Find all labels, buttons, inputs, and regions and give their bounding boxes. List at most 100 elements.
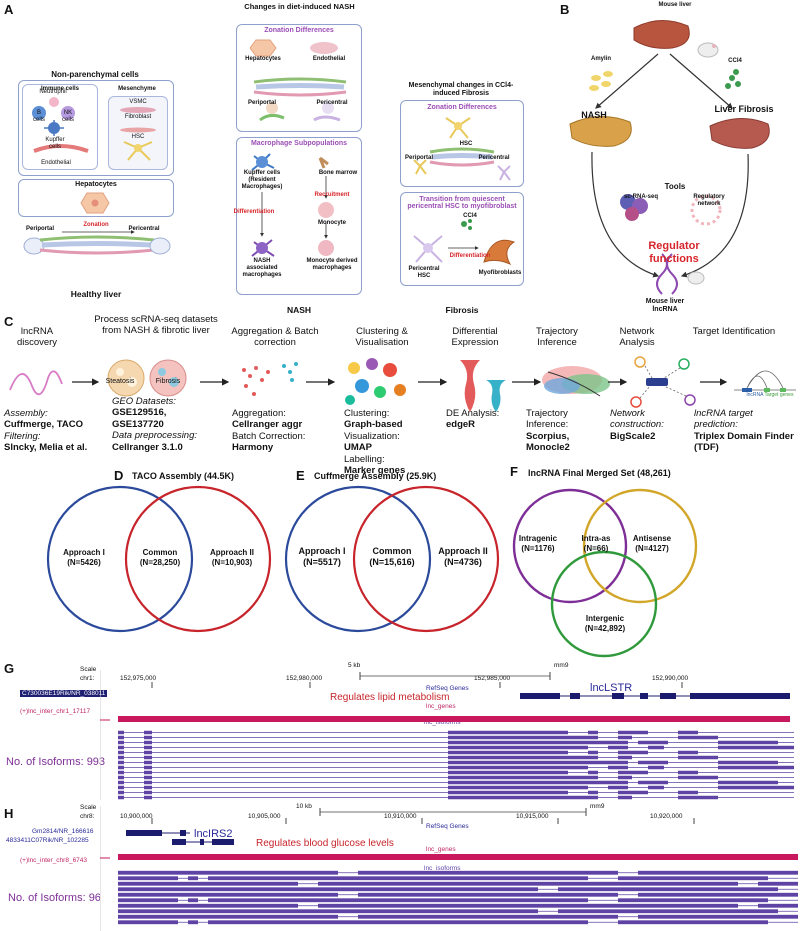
geo-value-2: GSE137720: [112, 418, 164, 430]
g-assembly-label: mm9: [554, 662, 569, 669]
venn-d-approach1-circle: [46, 485, 194, 633]
venn-e-middle: Common(N=15,616): [354, 546, 430, 569]
fibrosis-zonation-illustration: [410, 114, 514, 184]
nash-macrophages-label: NASH associated macrophages: [242, 258, 282, 278]
mesenchyme-box: [108, 96, 168, 170]
venn-d-middle-label: Common: [142, 548, 178, 557]
isoform-exon: [618, 755, 632, 760]
h-tick-2: 10,905,000: [248, 813, 281, 820]
venn-d-right-label: Approach II: [209, 548, 254, 557]
g-track-graphics: [100, 670, 800, 800]
isoform-exon: [118, 870, 338, 875]
visualization-label: Visualization:: [344, 430, 400, 442]
venn-f-intra-as: Intra-as(N=66): [570, 534, 622, 554]
isoform-exon: [618, 770, 648, 775]
liver-fibrosis-label: Liver Fibrosis: [714, 104, 774, 114]
lncrna-discovery-details: Assembly: Cuffmerge, TACO Filtering: Sln…: [4, 408, 114, 454]
isoform-exon: [118, 760, 124, 765]
assembly-value: Cuffmerge, TACO: [4, 419, 83, 431]
monocyte-derived-label: Monocyte derived macrophages: [306, 258, 358, 271]
venn-e-right-label: Approach II: [438, 546, 488, 556]
nk-cells-label: NK cells: [61, 110, 74, 123]
h-track-graphics: [100, 806, 800, 931]
geo-value-1: GSE129516,: [112, 407, 167, 419]
venn-d-approach2-circle: [124, 485, 272, 633]
step-title-network: Network Analysis: [619, 326, 655, 349]
isoform-exon: [118, 881, 298, 886]
isoform-exon: [144, 735, 152, 740]
h-refseq-gene-2: 4833411C07Rik/NR_102285: [6, 837, 89, 844]
isoform-exon: [118, 920, 178, 925]
venn-d-right: Approach II(N=10,903): [200, 548, 264, 568]
mesenchyme-label: Mesenchyme: [118, 86, 156, 92]
isoform-exon: [118, 730, 124, 735]
aggregation-details: Aggregation: Cellranger aggr Batch Corre…: [232, 408, 336, 454]
regulator-functions-label: Regulator functions: [648, 240, 700, 265]
nash-header: Changes in diet-induced NASH: [244, 2, 355, 11]
visualization-value: UMAP: [344, 442, 372, 454]
ccl4-label-a: CCl4: [463, 213, 477, 219]
g-refseq-track-label: RefSeq Genes: [426, 685, 469, 692]
isoform-exon: [448, 780, 628, 785]
isoform-exon: [118, 735, 124, 740]
venn-d-right-value: (N=10,903): [211, 558, 253, 567]
isoform-exon: [144, 755, 152, 760]
isoform-exon: [718, 785, 794, 790]
isoform-exon: [618, 735, 632, 740]
isoform-exon: [118, 780, 124, 785]
fibrosis-tissue-label: Fibrosis: [155, 378, 181, 385]
nash-zonation-illustration: [250, 38, 350, 128]
venn-e-left-label: Approach I: [298, 546, 346, 556]
panel-a-letter: A: [4, 2, 14, 17]
nash-hepatocytes-label: Hepatocytes: [245, 56, 281, 62]
isoform-exon: [118, 755, 124, 760]
labelling-value: Marker genes: [344, 464, 406, 476]
h-scale-bar-label: 10 kb: [296, 803, 312, 810]
venn-d-middle-value: (N=28,250): [139, 558, 181, 567]
isoform-exon: [588, 790, 598, 795]
g-scale-bar-label: 5 kb: [348, 662, 361, 669]
isoform-exon: [144, 760, 152, 765]
g-isoform-count: No. of Isoforms: 993: [6, 756, 106, 768]
venn-e-right: Approach II(N=4736): [430, 546, 496, 569]
venn-f-antisense: Antisense(N=4127): [626, 534, 678, 554]
b-cells-label: B cells: [32, 110, 45, 123]
network-label: Network construction:: [610, 408, 664, 431]
filtering-label: Filtering:: [4, 430, 41, 442]
h-chrom-label: chr8:: [80, 813, 95, 820]
g-tick-3: 152,985,000: [474, 675, 511, 682]
isoform-exon: [144, 775, 152, 780]
immune-cells-label: Immune cells: [40, 86, 79, 92]
h-isoform-count: No. of Isoforms: 96: [8, 892, 101, 904]
nash-zonation-title: Zonation Differences: [264, 27, 334, 34]
zonation-label: Zonation: [83, 222, 109, 228]
isoform-exon: [188, 898, 198, 903]
isoform-exon: [448, 785, 588, 790]
fibroblast-label: Fibroblast: [124, 114, 152, 120]
step-title-trajectory: Trajectory Inference: [536, 326, 578, 349]
trajectory-details: Trajectory Inference: Scorpius, Monocle2: [526, 408, 606, 454]
g-gene-function: Regulates lipid metabolism: [330, 692, 450, 703]
isoform-exon: [208, 920, 588, 925]
isoform-exon: [618, 920, 768, 925]
recruitment-label: Recruitment: [314, 192, 350, 198]
h-tick-1: 10,900,000: [120, 813, 153, 820]
isoform-exon: [144, 750, 152, 755]
fibrosis-caption: Fibrosis: [445, 305, 479, 315]
h-refseq-track-label: RefSeq Genes: [426, 823, 469, 830]
isoform-exon: [318, 881, 738, 886]
isoform-exon: [448, 770, 568, 775]
panel-e-title: Cuffmerge Assembly (25.9K): [314, 471, 437, 481]
isoform-exon: [448, 745, 588, 750]
amylin-label: Amylin: [590, 56, 611, 62]
g-lnc-gene-label: (+)lnc_inter_chr1_17117: [20, 708, 91, 715]
isoform-exon: [144, 745, 152, 750]
isoform-exon: [718, 745, 794, 750]
panel-d-letter: D: [114, 468, 124, 483]
step-title-target: Target Identification: [692, 326, 776, 337]
step-title-process: Process scRNA-seq datasets from NASH & f…: [94, 314, 218, 337]
fibrosis-differentiation-label: Differentiation: [449, 253, 491, 259]
preproc-value: Cellranger 3.1.0: [112, 441, 183, 453]
panel-b-illustration: [560, 14, 790, 304]
pericentral-hsc-label: Pericentral HSC: [408, 266, 440, 279]
